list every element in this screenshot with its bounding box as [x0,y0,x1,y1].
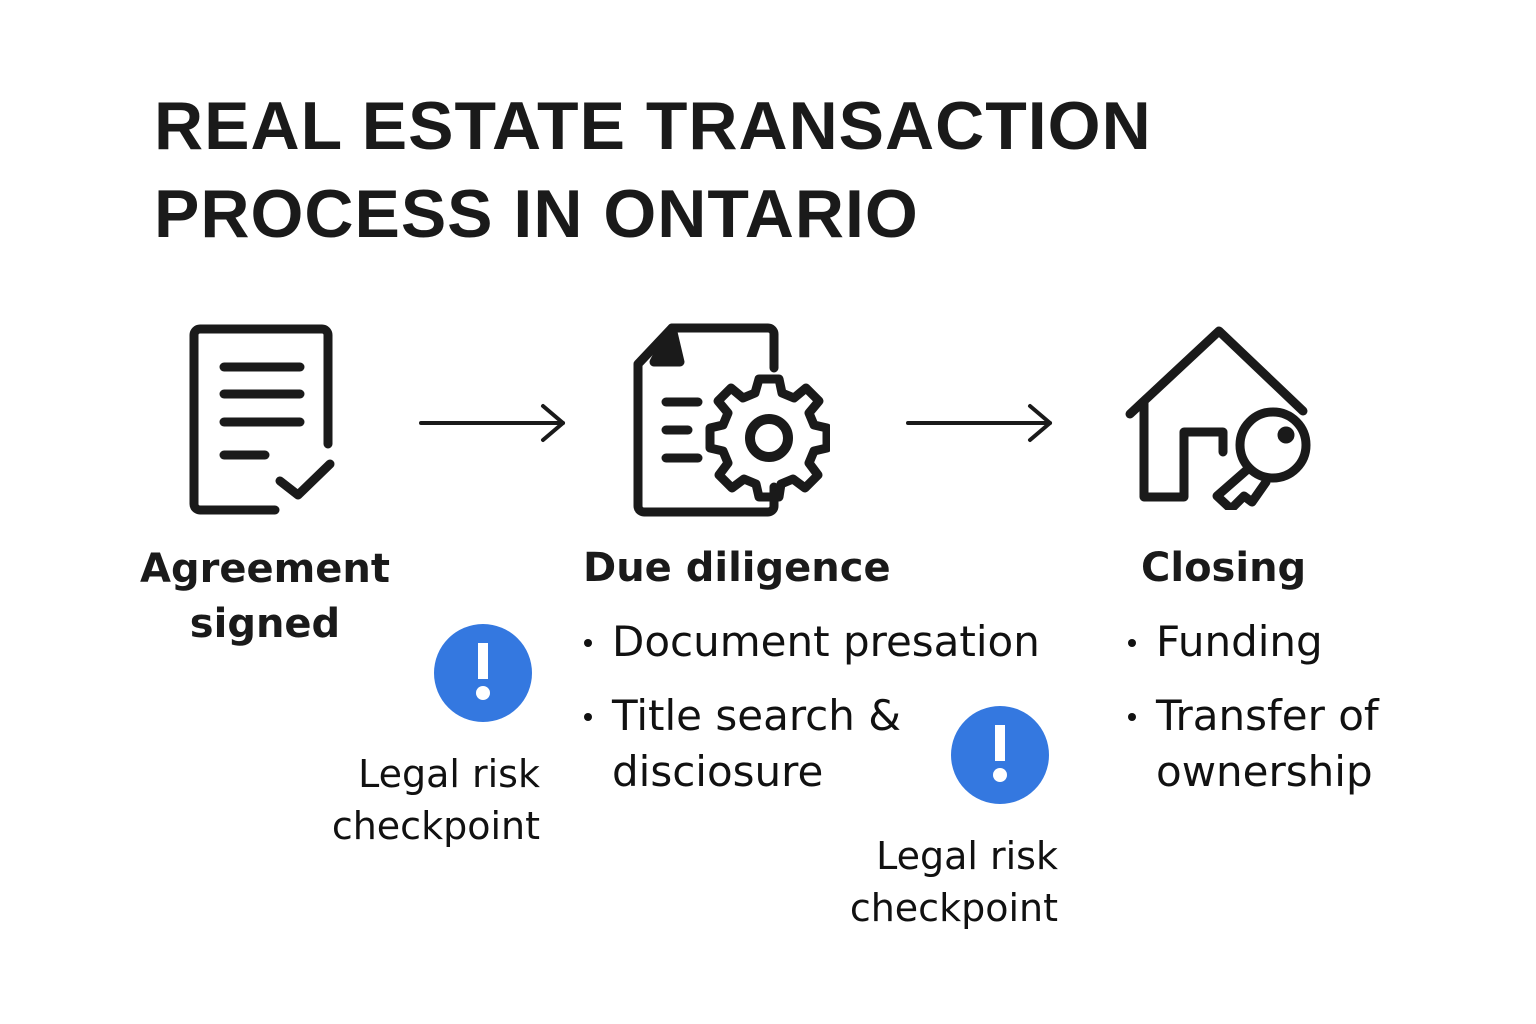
bullet-title-search: Title search & disciosure [580,688,912,800]
document-check-icon [189,324,335,515]
diagram-title: REAL ESTATE TRANSACTION PROCESS IN ONTAR… [154,88,1152,252]
arrow-right-icon [906,404,1052,442]
closing-bullets: Funding Transfer of ownership [1124,614,1404,818]
step-title-due-diligence: Due diligence [583,545,891,591]
step-title-closing: Closing [1141,545,1307,591]
legal-risk-checkpoint-label: Legal risk checkpoint [331,752,540,848]
exclamation-alert-icon [951,706,1049,804]
step-title-agreement-signed: Agreement signed [140,546,390,647]
document-gear-icon [633,323,830,517]
bullet-transfer-of-ownership: Transfer of ownership [1124,688,1404,800]
house-key-icon [1125,326,1311,510]
exclamation-alert-icon [434,624,532,722]
due-diligence-bullets: Document presation Title search & discio… [580,614,1070,818]
arrow-right-icon [419,404,565,442]
legal-risk-checkpoint-label: Legal risk checkpoint [849,834,1058,930]
bullet-document-preparation: Document presation [580,614,1070,670]
bullet-funding: Funding [1124,614,1404,670]
